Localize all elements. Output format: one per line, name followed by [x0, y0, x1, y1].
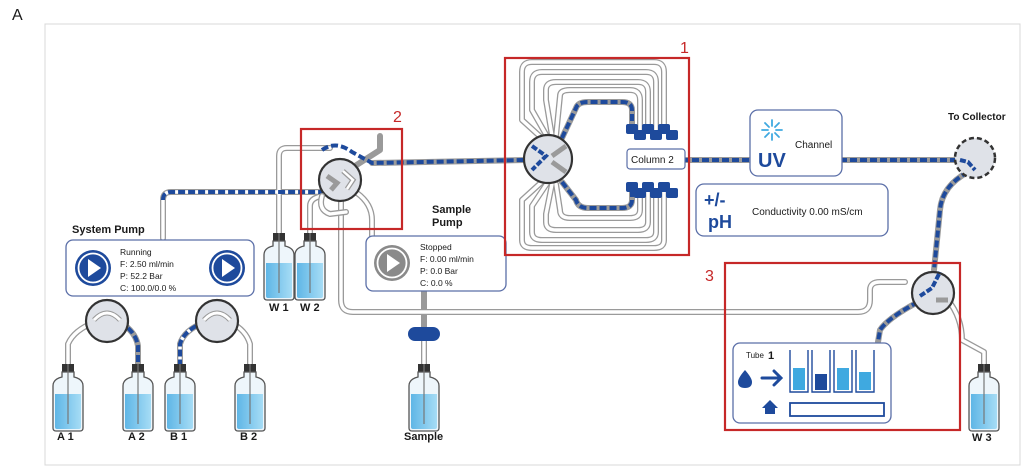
- sample-pump-pressure: P: 0.0 Bar: [420, 266, 458, 276]
- bottle-a1-label: A 1: [57, 431, 74, 443]
- fraction-tray: [789, 402, 885, 417]
- play-icon[interactable]: [374, 245, 410, 281]
- bottle-a2-label: A 2: [128, 431, 145, 443]
- fraction-fill: [859, 372, 871, 390]
- conductivity-monitor[interactable]: +/- pH Conductivity 0.00 mS/cm: [695, 183, 889, 237]
- callout-3: 3: [705, 268, 714, 285]
- sample-line-connector: [408, 327, 440, 341]
- bottle-sample-label: Sample: [404, 431, 443, 443]
- highlight-box-3: 3: [705, 261, 962, 432]
- tube-number: 1: [768, 350, 774, 362]
- bottle-w1-label: W 1: [269, 302, 289, 314]
- system-pump-flow: F: 2.50 ml/min: [120, 259, 174, 269]
- pump-head-b[interactable]: [194, 298, 240, 344]
- injection-valve[interactable]: [317, 157, 363, 203]
- system-pump[interactable]: System Pump Running F: 2.50 ml/min P: 52…: [65, 224, 255, 297]
- highlight-box-2: 2: [299, 109, 404, 231]
- play-icon[interactable]: [209, 250, 245, 286]
- system-pump-panel: [65, 239, 255, 297]
- fraction-tubes: [789, 350, 875, 393]
- column-label: Column 2: [631, 155, 674, 166]
- sample-pump-title-2: Pump: [432, 217, 463, 229]
- column-valve[interactable]: [522, 133, 574, 185]
- sample-pump-title-1: Sample: [432, 204, 471, 216]
- sample-pump-flow: F: 0.00 ml/min: [420, 254, 474, 264]
- system-pump-title: System Pump: [72, 224, 145, 236]
- arrow-right-icon: [760, 369, 784, 387]
- bottle-w2-label: W 2: [300, 302, 320, 314]
- bottle-b1-label: B 1: [170, 431, 187, 443]
- uv-monitor[interactable]: UV Channel: [749, 109, 843, 177]
- panel-letter: A: [12, 7, 23, 24]
- system-pump-composition: C: 100.0/0.0 %: [120, 283, 177, 293]
- uv-label: Channel: [795, 140, 832, 151]
- bottle-w3-label: W 3: [972, 432, 992, 444]
- sample-pump[interactable]: Sample Pump Stopped F: 0.00 ml/min P: 0.…: [365, 204, 507, 292]
- conductivity-icon-top: +/-: [704, 190, 726, 210]
- tube-label: Tube: [746, 351, 764, 360]
- sample-pump-status: Stopped: [420, 242, 452, 252]
- pump-head-a[interactable]: [84, 298, 130, 344]
- callout-2: 2: [393, 109, 402, 126]
- column-connectors: [626, 124, 678, 198]
- fraction-fill: [815, 374, 827, 390]
- conductivity-label: Conductivity 0.00 mS/cm: [752, 207, 863, 218]
- bottle-b2-label: B 2: [240, 431, 257, 443]
- system-pump-status: Running: [120, 247, 152, 257]
- column-label-box[interactable]: Column 2: [626, 148, 686, 170]
- conductivity-icon-bottom: pH: [708, 212, 732, 232]
- fraction-fill: [793, 368, 805, 390]
- system-pump-pressure: P: 52.2 Bar: [120, 271, 163, 281]
- play-icon[interactable]: [75, 250, 111, 286]
- fraction-collector[interactable]: Tube 1: [732, 342, 892, 424]
- uv-icon-text: UV: [758, 150, 786, 172]
- drop-icon: [738, 370, 752, 388]
- uv-lamp-icon: [761, 119, 783, 141]
- callout-1: 1: [680, 40, 689, 57]
- fraction-fill: [837, 368, 849, 390]
- fraction-valve[interactable]: [910, 270, 956, 316]
- highlight-box-1: 1: [503, 40, 691, 257]
- collector-title: To Collector: [948, 112, 1006, 123]
- home-icon: [762, 400, 778, 414]
- collector-outlet-valve[interactable]: [953, 136, 997, 180]
- sample-pump-composition: C: 0.0 %: [420, 278, 453, 288]
